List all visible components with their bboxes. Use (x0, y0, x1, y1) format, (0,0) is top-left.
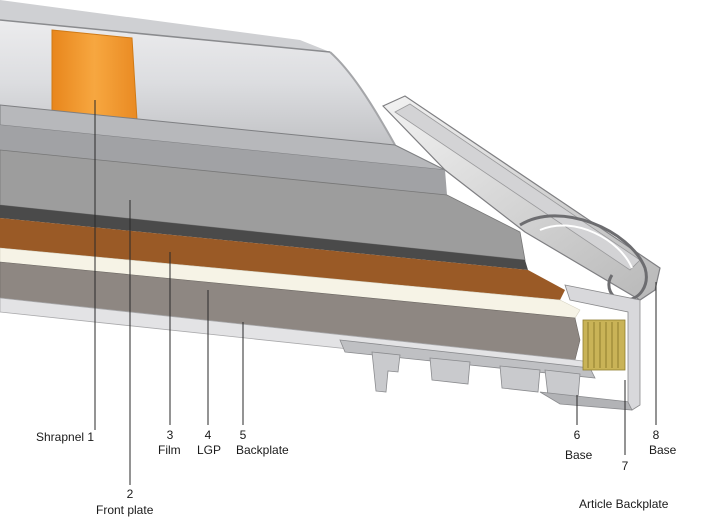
rail-step (0, 125, 447, 195)
brush-strip (582, 319, 626, 371)
label-film: Film (158, 443, 181, 457)
label-base8-number: 8 (652, 428, 660, 442)
label-front-plate: Front plate (96, 503, 154, 517)
snap-frame-profile (381, 95, 661, 411)
label-lgp-number: 4 (204, 428, 212, 442)
leader-lines (94, 100, 657, 485)
film-layer (0, 218, 565, 300)
label-shrapnel: Shrapnel 1 (36, 430, 95, 444)
label-backplate-number: 5 (239, 428, 247, 442)
label-base8: Base (649, 443, 677, 457)
label-front-plate-number: 2 (126, 487, 134, 501)
label-base6: Base (565, 448, 593, 462)
label-article-number: 7 (621, 459, 629, 473)
label-base6-number: 6 (573, 428, 581, 442)
diffuser-layer (0, 247, 581, 319)
label-backplate: Backplate (236, 443, 289, 457)
dark-edge-strip (0, 205, 528, 270)
label-article-backplate: Article Backplate (579, 497, 669, 511)
label-lgp: LGP (197, 443, 222, 457)
lgp-layer (0, 261, 581, 361)
base-extrusion (339, 339, 633, 411)
label-film-number: 3 (166, 428, 174, 442)
front-plate (0, 149, 526, 261)
